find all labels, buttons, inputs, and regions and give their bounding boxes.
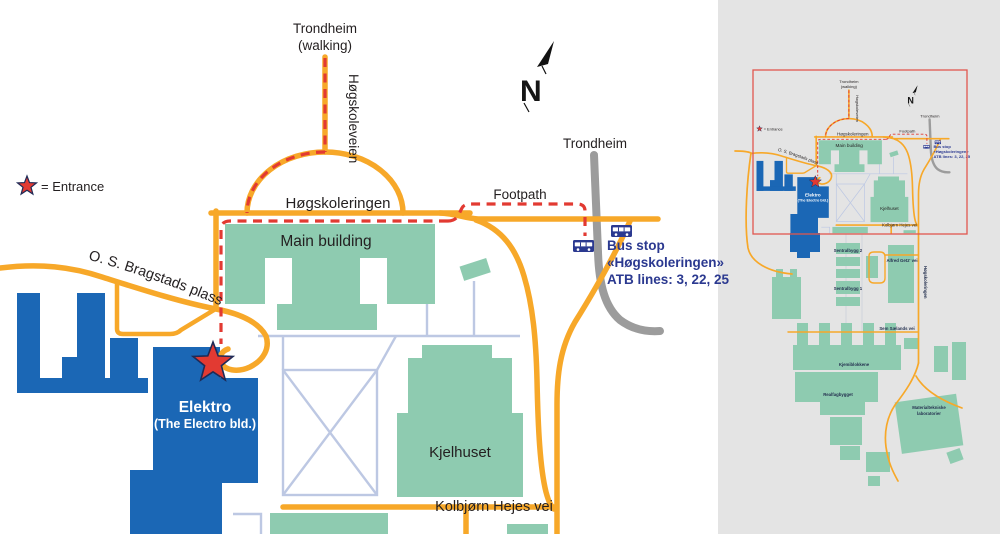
viewport-rect (752, 69, 968, 235)
hogskoleringen-label: Høgskoleringen (285, 195, 390, 212)
minimap-roads (734, 150, 963, 482)
main-building-label: Main building (280, 233, 371, 250)
kjelhuset-label: Kjelhuset (429, 444, 492, 461)
trondheim-walking-label-1: Trondheim (293, 21, 357, 36)
small-building-shape (459, 258, 491, 281)
bus-stop-label-2: «Høgskoleringen» (607, 255, 724, 270)
south-building-shape-2 (507, 524, 548, 534)
road-ring-south-east (554, 218, 633, 534)
entrance-legend: = Entrance (15, 174, 104, 196)
minimap: Sentralbygg 2 Sentralbygg 1 Alfred Getz'… (734, 69, 973, 486)
compass: N (520, 41, 554, 113)
minimap-south-buildings (772, 243, 966, 486)
elektro-building-shape (17, 293, 258, 534)
bus-stop-label-1: Bus stop (607, 238, 665, 253)
elektro-subtitle-label: (The Electro bld.) (154, 417, 256, 431)
road-ring-south-west (473, 217, 557, 512)
minimap-sentralbygg1-label: Sentralbygg 1 (834, 286, 863, 291)
compass-n-label: N (520, 75, 542, 108)
minimap-materialtekniske-label-2: laboratorier (917, 411, 941, 416)
hogskoleveien-label: Høgskoleveien (346, 74, 361, 163)
elektro-title-label: Elektro (179, 399, 232, 416)
legend-star-icon (15, 174, 39, 196)
footpath-label: Footpath (493, 187, 546, 202)
kjelhuset-shape (397, 345, 523, 497)
walking-route (219, 58, 587, 344)
minimap-realfagbygget-label: Realfagbygget (823, 392, 853, 397)
minimap-materialtekniske-label-1: Materialtekniske (912, 405, 946, 410)
north-arrow-icon (537, 41, 554, 67)
minimap-extra: Sentralbygg 2 Sentralbygg 1 Alfred Getz'… (734, 150, 966, 486)
bus-icon (611, 225, 632, 237)
minimap-hogskoleringen-label: Høgskoleringen (923, 266, 928, 299)
minimap-kjemiblokkene-label: Kjemiblokkene (839, 362, 870, 367)
kolbjorn-hejes-vei-label: Kolbjørn Hejes vei (435, 499, 553, 515)
road-hogskoleringen-east (437, 210, 661, 222)
main-building-shape (225, 224, 435, 330)
road-inner-branch (114, 279, 217, 337)
trondheim-east-label: Trondheim (563, 136, 627, 151)
bus-stop-label-3: ATB lines: 3, 22, 25 (607, 272, 730, 287)
south-building-shape (270, 513, 388, 534)
main-map: = Entrance N Trondheim (walking) (0, 21, 730, 534)
minimap-sem-salands-label: Sem Sælands vei (879, 326, 914, 331)
minimap-sentralbygg2-label: Sentralbygg 2 (834, 248, 863, 253)
entrance-star-icon (190, 339, 236, 382)
trondheim-road (590, 151, 664, 336)
minimap-elektro-south (790, 233, 820, 258)
bus-icon (573, 240, 594, 252)
green-buildings (225, 224, 548, 534)
trondheim-walking-label-2: (walking) (298, 38, 352, 53)
minimap-alfred-getz-label: Alfred Getz' vei (886, 258, 917, 263)
legend-entrance-label: = Entrance (41, 179, 104, 194)
